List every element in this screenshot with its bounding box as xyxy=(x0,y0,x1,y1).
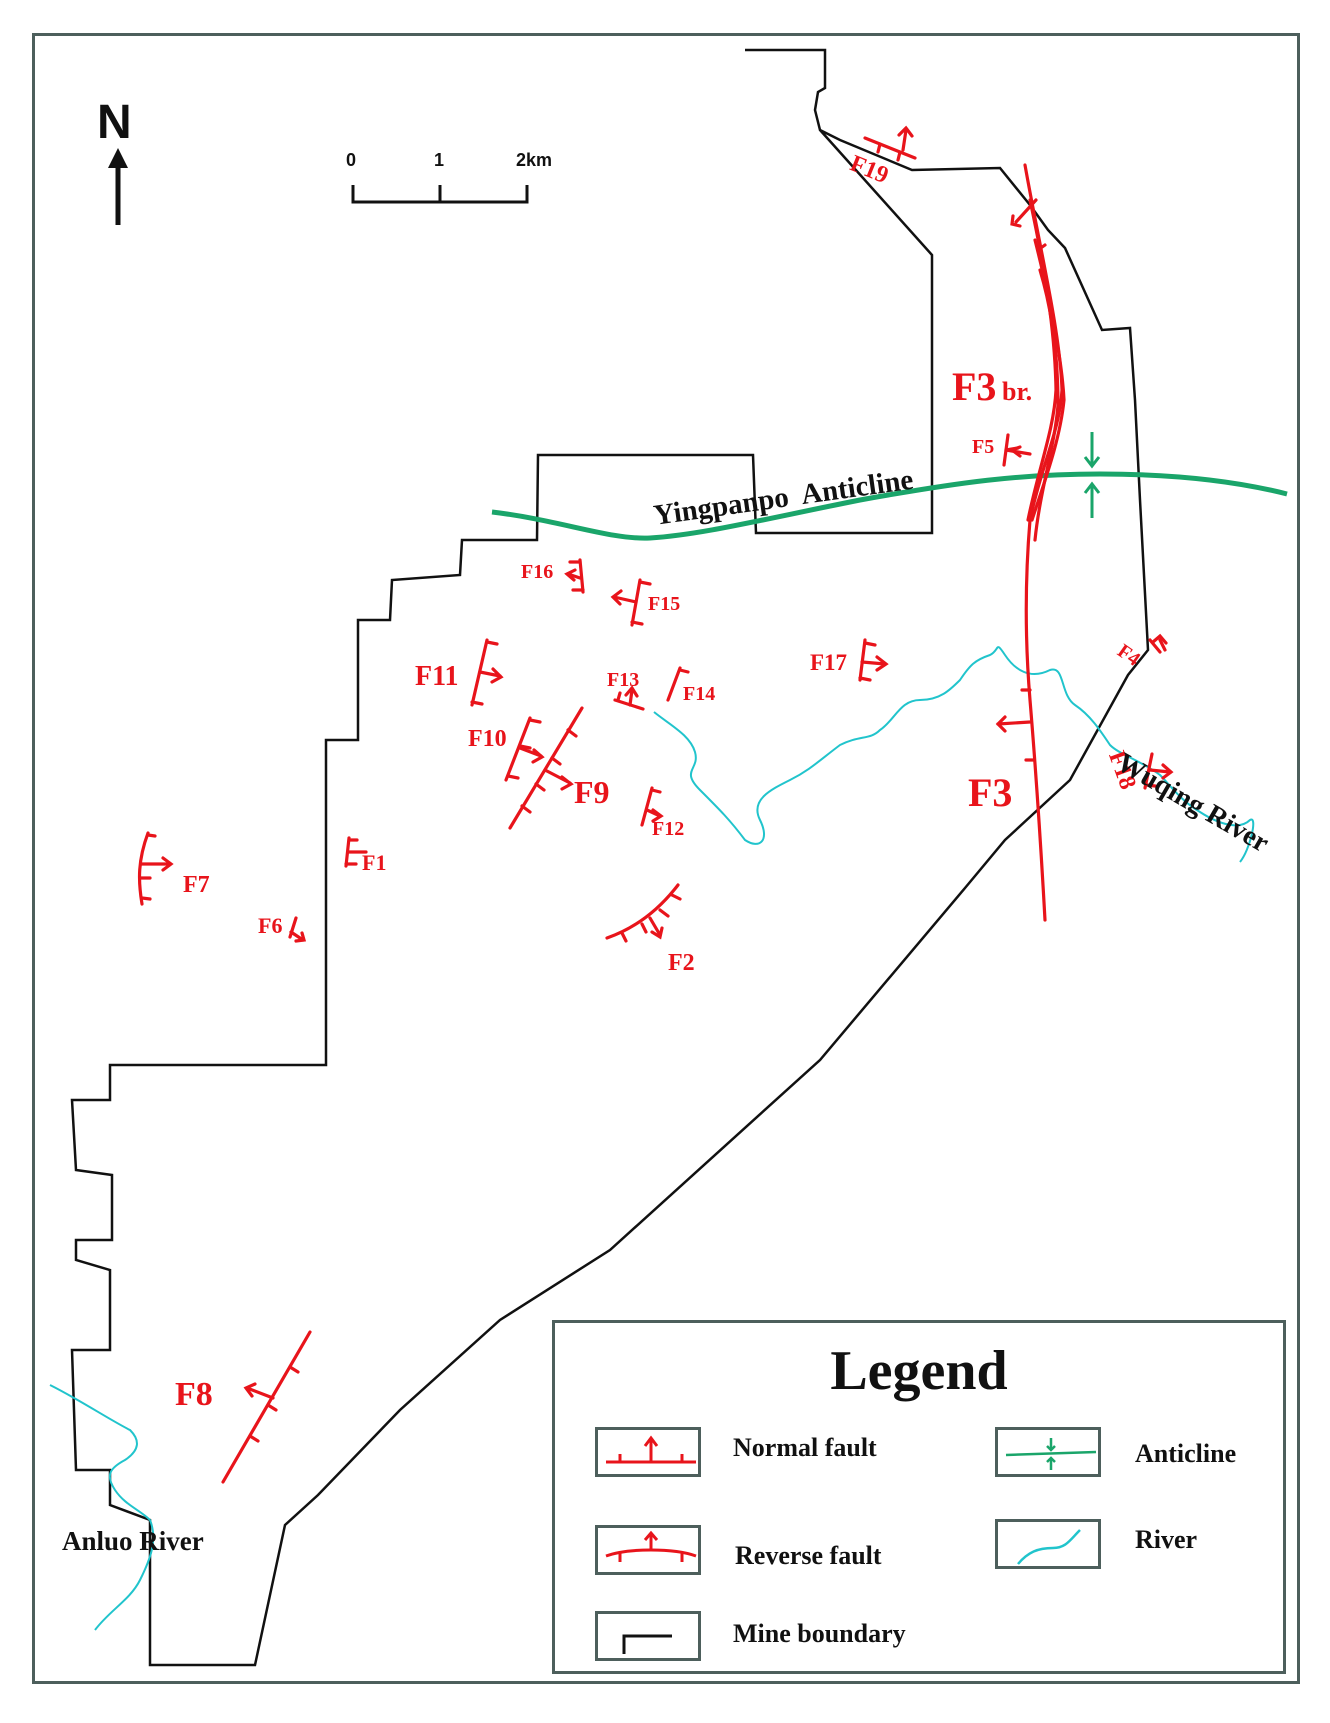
yingpanpo-anticline-axis xyxy=(491,471,1288,541)
label-f6: F6 xyxy=(258,913,282,938)
label-f3br-sub: br. xyxy=(1002,377,1032,406)
fault-f16 xyxy=(564,558,585,594)
fault-f17 xyxy=(858,638,889,682)
mine-boundary-symbol-icon xyxy=(595,1611,701,1661)
label-f3br: F3 xyxy=(952,364,996,409)
anticline-arrow-north xyxy=(1083,432,1101,469)
legend-label-reverse-fault: Reverse fault xyxy=(735,1541,882,1570)
label-f16: F16 xyxy=(521,561,553,583)
fault-f8 xyxy=(221,1330,312,1484)
label-f5: F5 xyxy=(972,436,994,458)
fault-f1 xyxy=(344,836,368,868)
scale-tick-1: 1 xyxy=(434,150,444,170)
fault-f12 xyxy=(640,786,664,827)
label-f11: F11 xyxy=(415,661,459,692)
fault-f3-zone xyxy=(995,163,1066,922)
legend-label-anticline: Anticline xyxy=(1135,1439,1237,1468)
anticline-symbol-icon xyxy=(995,1427,1101,1477)
scale-tick-0: 0 xyxy=(346,150,356,170)
normal-fault-symbol-icon xyxy=(595,1427,701,1477)
scale-tick-2km: 2km xyxy=(516,150,552,170)
fault-f9 xyxy=(508,706,584,830)
fault-f15 xyxy=(610,578,652,627)
reverse-fault-symbol-icon xyxy=(595,1525,701,1575)
anticline-arrow-south xyxy=(1083,481,1101,518)
label-f7: F7 xyxy=(183,872,210,898)
fault-f2 xyxy=(605,883,682,943)
label-f2: F2 xyxy=(668,950,695,976)
fault-f4 xyxy=(1148,633,1168,654)
label-anluo-river: Anluo River xyxy=(62,1526,204,1556)
wuqing-river xyxy=(653,646,1255,863)
fault-f19 xyxy=(863,125,917,162)
label-f17: F17 xyxy=(810,650,847,675)
fault-f18 xyxy=(1143,752,1174,790)
north-arrow: N xyxy=(97,96,132,225)
fault-f10 xyxy=(504,716,545,782)
fault-f13 xyxy=(613,685,645,711)
fault-f6 xyxy=(288,916,307,943)
north-arrow-label: N xyxy=(97,96,132,149)
fault-f7 xyxy=(137,831,174,906)
label-f3: F3 xyxy=(968,770,1012,815)
label-f14: F14 xyxy=(683,683,715,705)
label-f10: F10 xyxy=(468,726,507,752)
label-f13: F13 xyxy=(607,669,639,691)
label-f9: F9 xyxy=(574,774,610,810)
label-yingpanpo-anticline: Yingpanpo Anticline xyxy=(652,464,916,532)
legend-label-river: River xyxy=(1135,1525,1198,1554)
label-f19: F19 xyxy=(846,151,892,190)
anluo-river xyxy=(49,1384,155,1631)
label-f12: F12 xyxy=(652,818,684,840)
label-f4: F4 xyxy=(1113,640,1144,671)
scale-bar: 0 1 2km xyxy=(346,150,552,204)
fault-f11 xyxy=(470,638,504,707)
legend-title: Legend xyxy=(830,1340,1008,1402)
label-f8: F8 xyxy=(175,1376,213,1413)
label-wuqing-river: Wuqing River xyxy=(1112,747,1275,859)
label-f1: F1 xyxy=(362,850,386,875)
fault-f5 xyxy=(1002,433,1032,467)
legend: Legend Normal fault xyxy=(552,1320,1286,1674)
label-f15: F15 xyxy=(648,593,680,615)
legend-label-mine-boundary: Mine boundary xyxy=(733,1619,906,1648)
legend-label-normal-fault: Normal fault xyxy=(733,1433,877,1462)
fault-f14 xyxy=(666,666,690,702)
river-symbol-icon xyxy=(995,1519,1101,1569)
